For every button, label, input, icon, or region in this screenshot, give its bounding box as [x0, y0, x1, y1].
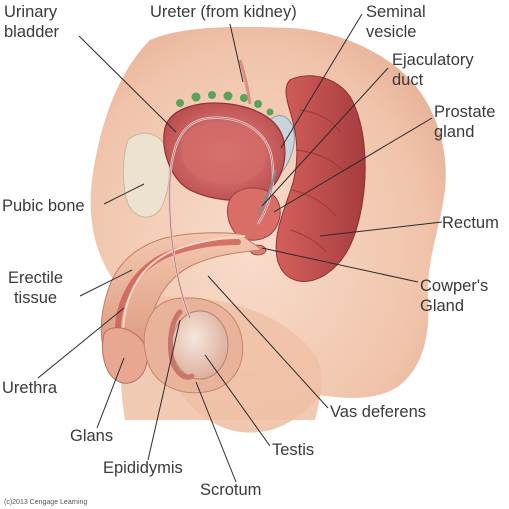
label-seminal-vesicle-line2: vesicle: [366, 23, 417, 41]
leader-urethra: [37, 307, 125, 379]
leader-glans: [96, 357, 125, 429]
label-urinary-bladder: Urinary bladder: [4, 2, 59, 42]
label-scrotum-text: Scrotum: [200, 481, 262, 499]
label-testis-text: Testis: [272, 441, 315, 459]
label-epididymis: Epididymis: [103, 458, 183, 478]
leader-epididymis: [147, 319, 181, 461]
label-cowpers-gland-line1: Cowper's: [420, 277, 489, 295]
leader-seminal-vesicle: [280, 13, 363, 149]
label-scrotum: Scrotum: [200, 480, 261, 500]
label-urethra-text: Urethra: [2, 379, 58, 397]
label-rectum-text: Rectum: [442, 214, 499, 232]
leader-scrotum: [195, 381, 237, 483]
label-prostate-gland-line2: gland: [434, 123, 475, 141]
copyright-credit: (c)2013 Cengage Learning: [4, 499, 88, 506]
label-epididymis-text: Epididymis: [103, 459, 183, 477]
label-pubic-bone: Pubic bone: [2, 196, 85, 216]
label-prostate-gland-line1: Prostate: [434, 103, 496, 121]
leader-ejaculatory-duct: [261, 67, 389, 207]
label-cowpers-gland-line2: Gland: [420, 297, 465, 315]
epididymis: [167, 309, 195, 380]
label-glans: Glans: [70, 426, 113, 446]
label-ureter-text: Ureter (from kidney): [150, 3, 297, 21]
label-urinary-bladder-line2: bladder: [4, 23, 60, 41]
label-testis: Testis: [272, 440, 314, 460]
prostate-gland: [227, 187, 281, 241]
label-ejaculatory-duct: Ejaculatory duct: [392, 50, 474, 90]
testis: [171, 310, 229, 380]
label-rectum: Rectum: [442, 213, 499, 233]
glans: [102, 327, 148, 384]
leader-vas-deferens: [207, 275, 329, 409]
rectum: [275, 75, 366, 282]
label-pubic-bone-text: Pubic bone: [2, 197, 85, 215]
leader-erectile-tissue: [79, 269, 133, 297]
leader-pubic-bone: [103, 183, 145, 205]
vas-deferens-outline: [169, 117, 274, 319]
label-ejaculatory-duct-line1: Ejaculatory: [392, 51, 474, 69]
ejaculatory-duct: [257, 169, 277, 215]
leader-prostate-gland: [273, 117, 433, 213]
label-glans-text: Glans: [70, 427, 114, 445]
label-vas-deferens: Vas deferens: [330, 402, 426, 422]
label-ejaculatory-duct-line2: duct: [392, 71, 424, 89]
leader-lines: [37, 13, 443, 483]
leader-ureter: [229, 23, 244, 83]
leader-cowpers-gland: [261, 247, 419, 283]
label-erectile-tissue: Erectile tissue: [8, 268, 63, 308]
label-vas-deferens-text: Vas deferens: [330, 403, 427, 421]
rectum-folds: [289, 109, 345, 253]
label-erectile-tissue-line2: tissue: [13, 289, 58, 307]
ureter: [238, 59, 252, 105]
label-ureter: Ureter (from kidney): [150, 2, 297, 22]
label-cowpers-gland: Cowper's Gland: [420, 276, 488, 316]
pubic-bone: [123, 132, 170, 218]
label-urinary-bladder-line1: Urinary: [4, 3, 58, 21]
label-urethra: Urethra: [2, 378, 57, 398]
blood-vessels: [176, 91, 274, 116]
leader-urinary-bladder: [78, 35, 177, 133]
leader-rectum: [319, 221, 443, 237]
label-erectile-tissue-line1: Erectile: [8, 269, 64, 287]
label-seminal-vesicle: Seminal vesicle: [366, 2, 426, 42]
label-prostate-gland: Prostate gland: [434, 102, 495, 142]
bladder-lumen: [182, 122, 267, 184]
label-seminal-vesicle-line1: Seminal: [366, 3, 426, 21]
leader-testis: [204, 354, 271, 447]
